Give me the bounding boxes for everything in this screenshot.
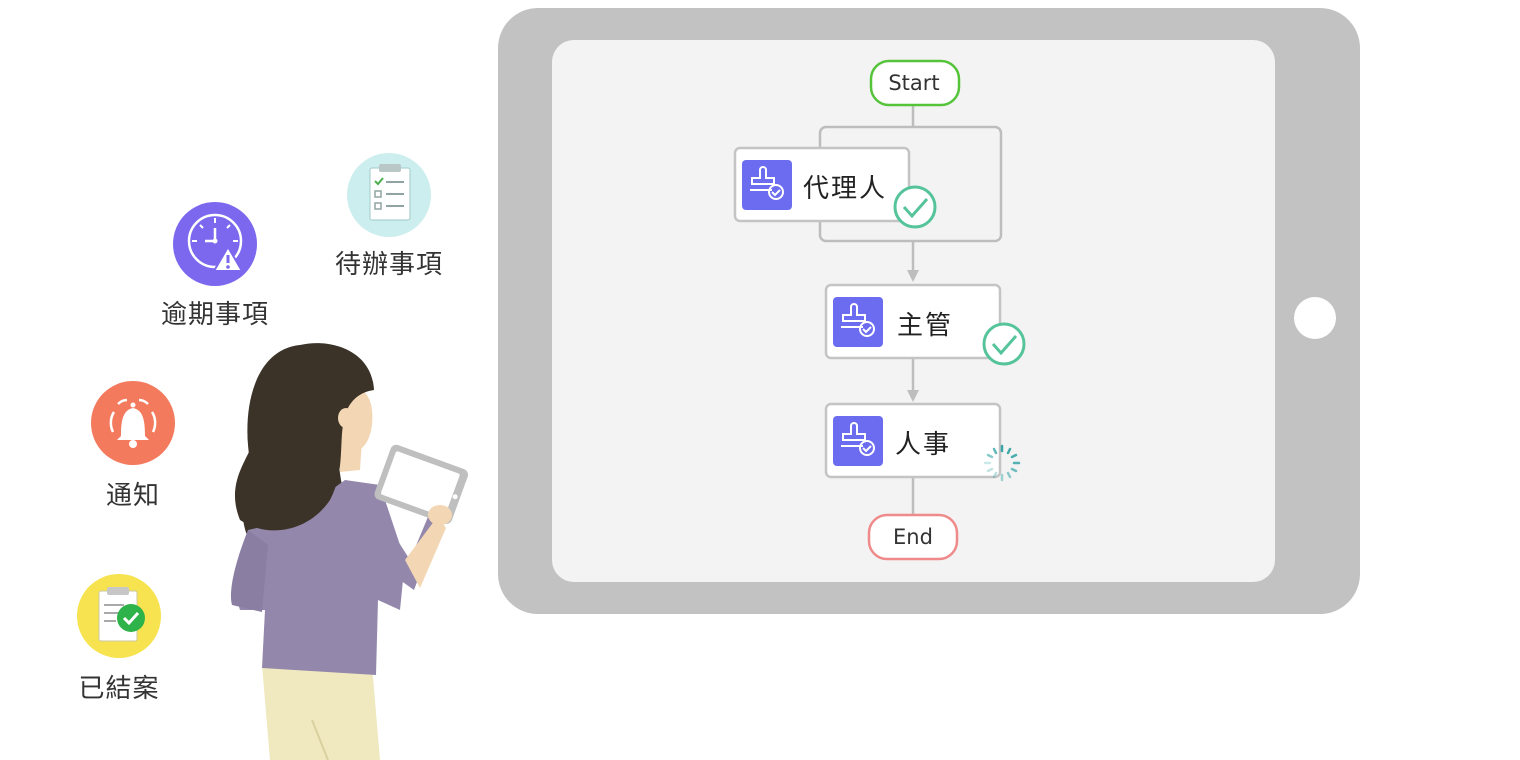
end-node[interactable] — [867, 513, 959, 561]
start-label: Start — [888, 71, 940, 95]
start-node[interactable] — [869, 59, 961, 107]
clipboard-check-icon[interactable] — [76, 573, 162, 659]
approved-check-icon — [893, 185, 937, 229]
todo-label: 待辦事項 — [334, 250, 444, 280]
bell-icon[interactable] — [90, 380, 176, 466]
stamp-icon — [742, 160, 792, 210]
pending-spinner-icon — [983, 444, 1021, 482]
step-label-agent: 代理人 — [803, 174, 888, 204]
notify-label: 通知 — [105, 481, 161, 511]
closed-label: 已結案 — [78, 674, 160, 704]
step-label-manager: 主管 — [897, 311, 954, 341]
stamp-icon — [833, 416, 883, 466]
approved-check-icon — [982, 322, 1026, 366]
step-label-hr: 人事 — [895, 430, 952, 460]
clipboard-list-icon[interactable] — [346, 152, 432, 238]
overdue-label: 逾期事項 — [160, 300, 270, 330]
stamp-icon — [833, 297, 883, 347]
end-label: End — [893, 525, 933, 549]
clock-warning-icon[interactable] — [172, 201, 258, 287]
